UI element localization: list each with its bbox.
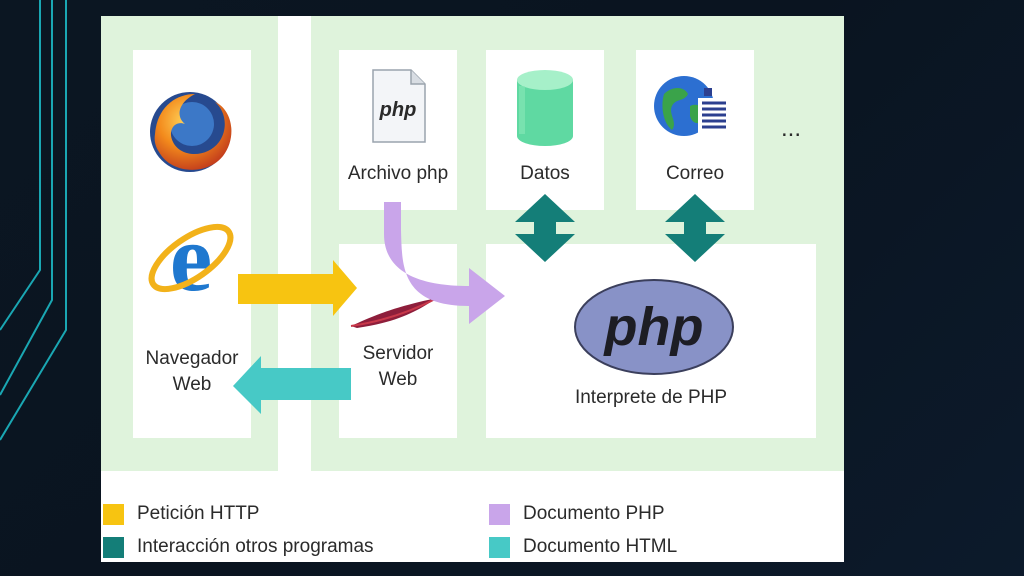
server-label-line1: Servidor [362, 343, 434, 364]
more-indicator: ... [780, 115, 801, 142]
php-logo-text: php [603, 297, 704, 357]
flow-arrows [233, 194, 725, 414]
apache-feather-icon [350, 297, 438, 328]
legend-swatch-http [103, 504, 124, 525]
firefox-icon [150, 92, 232, 172]
slide-accent-lines [0, 0, 67, 441]
php-logo: php [574, 279, 734, 375]
browser-label-line2: Web [172, 374, 212, 395]
legend-label-html-document: Documento HTML [523, 536, 678, 557]
php-file-text: php [379, 99, 417, 121]
globe-mail-icon [654, 76, 728, 136]
legend-swatch-html-document [489, 537, 510, 558]
data-interaction-arrow [515, 194, 575, 262]
legend-swatch-other-programs [103, 537, 124, 558]
data-label: Datos [520, 163, 570, 184]
php-document-arrow [384, 202, 505, 324]
internet-explorer-icon: e [148, 208, 234, 308]
php-file-icon: php [372, 69, 426, 143]
server-box [339, 244, 457, 438]
mail-interaction-arrow [665, 194, 725, 262]
http-request-arrow [238, 260, 357, 316]
php-architecture-diagram: e php ... php [101, 16, 844, 562]
legend-label-http: Petición HTTP [137, 503, 260, 524]
server-label-line2: Web [378, 369, 418, 390]
svg-text:e: e [170, 208, 213, 308]
legend-swatch-php-document [489, 504, 510, 525]
legend-label-php-document: Documento PHP [523, 503, 665, 524]
legend-label-other-programs: Interacción otros programas [137, 536, 374, 557]
mail-label: Correo [665, 163, 725, 184]
browser-label-line1: Navegador [145, 348, 239, 369]
interpreter-label: Interprete de PHP [574, 387, 728, 408]
php-file-label: Archivo php [347, 163, 449, 184]
database-icon [517, 70, 573, 146]
html-document-arrow [233, 356, 351, 414]
